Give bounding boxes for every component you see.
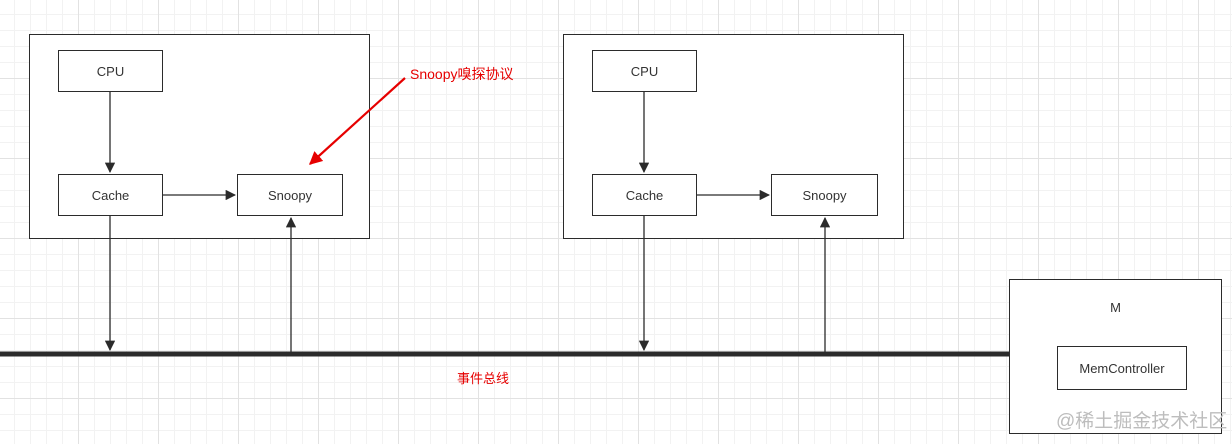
cache-node-right: Cache [592, 174, 697, 216]
cpu-node-left: CPU [58, 50, 163, 92]
snoopy-node-left: Snoopy [237, 174, 343, 216]
snoopy-node-right: Snoopy [771, 174, 878, 216]
event-bus-label: 事件总线 [457, 371, 510, 386]
cpu-node-right: CPU [592, 50, 697, 92]
mem-controller-node: MemController [1057, 346, 1187, 390]
cache-node-left: Cache [58, 174, 163, 216]
memory-title: M [1110, 300, 1121, 315]
snoopy-protocol-annotation: Snoopy嗅探协议 [410, 66, 514, 82]
watermark-text: @稀土掘金技术社区 [1056, 411, 1228, 432]
